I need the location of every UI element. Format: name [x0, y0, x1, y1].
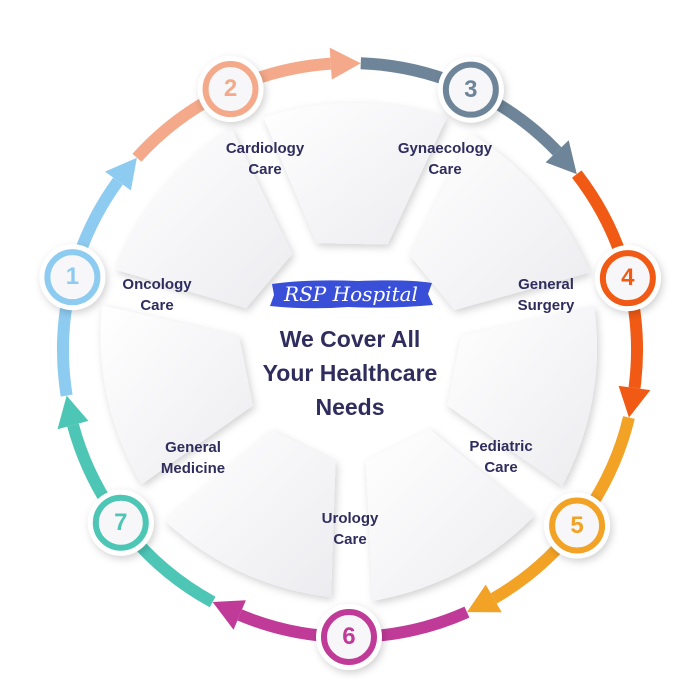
- step-number: 2: [223, 75, 238, 103]
- label-line: Oncology: [122, 276, 192, 293]
- step-badge-ring: [599, 250, 656, 307]
- label-line: Surgery: [517, 297, 575, 314]
- headline-line: Needs: [315, 394, 385, 420]
- step-number: 7: [114, 508, 128, 536]
- brand-name: RSP Hospital: [284, 282, 418, 306]
- label-line: Care: [333, 531, 367, 548]
- headline-line: Your Healthcare: [262, 360, 438, 386]
- arrowhead-icon: [545, 140, 577, 175]
- service-card: [100, 305, 253, 485]
- label-line: Cardiology: [225, 140, 305, 157]
- step-number: 6: [342, 622, 356, 650]
- label-line: General: [518, 276, 574, 293]
- step-number: 1: [65, 263, 80, 291]
- label-line: General: [165, 439, 221, 456]
- service-card: [447, 305, 597, 487]
- service-card: [365, 429, 535, 602]
- label-line: Care: [140, 297, 174, 314]
- service-card: [409, 133, 590, 311]
- label-line: Gynaecology: [397, 140, 493, 157]
- step-badge-ring: [92, 494, 149, 551]
- label-line: Pediatric: [469, 438, 533, 455]
- step-badge-ring: [320, 608, 377, 665]
- label-line: Care: [248, 161, 282, 178]
- step-badge-ring: [202, 61, 259, 118]
- step-badge-ring: [442, 61, 499, 118]
- arrowhead-icon: [618, 385, 651, 418]
- arrowhead-icon: [212, 600, 246, 630]
- arrowhead-icon: [329, 47, 361, 80]
- service-card: [164, 430, 336, 598]
- step-number: 5: [570, 511, 584, 539]
- label-line: Urology: [321, 510, 379, 527]
- step-number: 3: [464, 75, 478, 103]
- arrowhead-icon: [57, 395, 89, 430]
- step-number: 4: [621, 264, 635, 292]
- step-badge-ring: [44, 249, 101, 306]
- headline-line: We Cover All: [279, 326, 421, 352]
- service-card: [115, 127, 293, 309]
- service-card: [263, 102, 447, 245]
- headline: We Cover All Your Healthcare Needs: [230, 322, 470, 424]
- label-line: Medicine: [160, 460, 226, 477]
- step-badge-ring: [549, 497, 606, 554]
- label-line: Care: [428, 161, 462, 178]
- arrowhead-icon: [105, 157, 137, 191]
- brand-brush-stroke: [270, 280, 433, 309]
- arrowhead-icon: [466, 584, 502, 613]
- label-line: Care: [484, 459, 518, 476]
